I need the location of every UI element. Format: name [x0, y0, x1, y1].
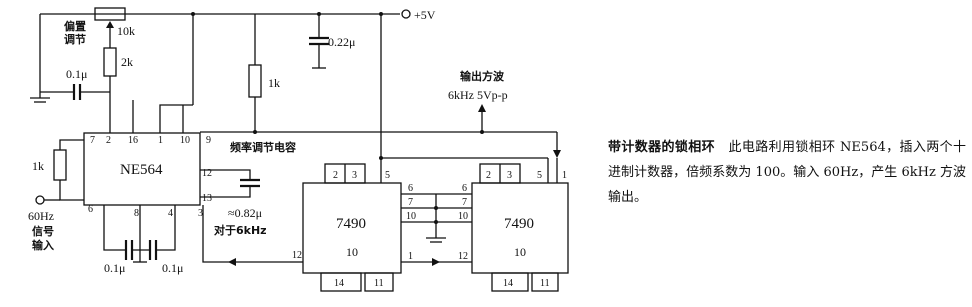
timing-cap-label: 频率调节电容 [230, 140, 296, 154]
description-body: 此电路利用锁相环 NE564，插入两个十进制计数器，倍频系数为 100。输入 6… [608, 140, 966, 205]
potentiometer-10k: 10k 偏置 调节 2k [64, 7, 135, 100]
supply-cap-value: 0.22μ [328, 35, 355, 49]
ne564-pin-4: 4 [168, 208, 173, 219]
r-2k-value: 2k [121, 55, 133, 69]
output-arrow [478, 104, 486, 112]
ne564-pin-16: 16 [128, 135, 138, 146]
r-1k-top-value: 1k [268, 76, 280, 90]
input-label-2: 输入 [32, 238, 54, 252]
circuit-description: 带计数器的锁相环 此电路利用锁相环 NE564，插入两个十进制计数器，倍频系数为… [608, 135, 966, 210]
c2-pin-14: 14 [503, 278, 513, 289]
counter1-label: 7490 [336, 216, 366, 232]
counter1-sub: 10 [346, 245, 358, 259]
output-spec: 6kHz 5Vp-p [448, 88, 508, 102]
c2-pin-5: 5 [537, 170, 542, 181]
ne564-pin-10: 10 [180, 135, 190, 146]
c2-pin-10: 10 [458, 211, 468, 222]
ne564-pin-7: 7 [90, 135, 95, 146]
bias-cap-network: 0.1μ [30, 14, 110, 103]
ne564-pin-3: 3 [198, 208, 203, 219]
ne564-pin-2: 2 [106, 135, 111, 146]
feedback-arrow [228, 258, 236, 266]
ne564-chip: NE564 7 2 16 1 10 9 12 13 6 8 4 3 [83, 132, 212, 219]
bias-adjust-label-1: 偏置 [64, 19, 86, 33]
c1-pin-11: 11 [374, 278, 384, 289]
ne564-pin-12: 12 [202, 168, 212, 179]
input-network: 1k 60Hz 信号 输入 [28, 139, 84, 252]
bias-adjust-label-2: 调节 [64, 32, 86, 46]
c2-pin-2: 2 [486, 170, 491, 181]
ne564-pin-6: 6 [88, 204, 93, 215]
c1-pin-1: 1 [408, 251, 413, 262]
input-terminal [35, 195, 45, 205]
supply-label: +5V [414, 8, 436, 22]
supply-cap: 0.22μ [309, 14, 355, 69]
counter2-sub: 10 [514, 245, 526, 259]
bias-cap-value: 0.1μ [66, 67, 87, 81]
c-in-right-value: 0.1μ [162, 261, 183, 275]
c-in-left-value: 0.1μ [104, 261, 125, 275]
ne564-pin-8: 8 [134, 208, 139, 219]
c2-pin-6: 6 [462, 183, 467, 194]
counter2-clock-arrow [553, 150, 561, 158]
c1-pin-3: 3 [352, 170, 357, 181]
pin1-wire [159, 104, 193, 133]
bottom-caps: 0.1μ 0.1μ [103, 205, 183, 275]
input-freq: 60Hz [28, 209, 54, 223]
r-1k-top: 1k [248, 14, 280, 132]
counter1-right-pins: 6 7 10 1 [401, 183, 472, 266]
ne564-pin-13: 13 [202, 193, 212, 204]
c1-pin-6: 6 [408, 183, 413, 194]
c2-pin-1: 1 [562, 170, 567, 181]
feedback-wire [202, 205, 290, 263]
ne564-label: NE564 [120, 162, 163, 178]
counter2-label: 7490 [504, 216, 534, 232]
c2-pin-7: 7 [462, 197, 467, 208]
counter2-chip: 7490 10 2 3 5 1 6 7 10 12 14 11 [381, 157, 569, 292]
pll-counter-schematic: +5V 10k 偏置 调节 2k 0.1μ 1k [28, 7, 569, 292]
description-title: 带计数器的锁相环 [608, 140, 716, 155]
c1-pin-10: 10 [406, 211, 416, 222]
c1-pin-14: 14 [334, 278, 344, 289]
timing-cap-value: ≈0.82μ [228, 206, 262, 220]
ne564-pin-9: 9 [206, 135, 211, 146]
pot-value: 10k [117, 24, 135, 38]
output-label: 输出方波 [460, 69, 505, 83]
r-1k-left-value: 1k [32, 159, 44, 173]
c1-pin-7: 7 [408, 197, 413, 208]
c2-pin-12: 12 [458, 251, 468, 262]
supply-rail: +5V [40, 8, 436, 22]
c1-pin-5: 5 [385, 170, 390, 181]
c2-pin-11: 11 [540, 278, 550, 289]
counter1-chip: 7490 10 2 3 5 12 14 11 [290, 158, 402, 292]
timing-cap-note: 对于6kHz [214, 223, 267, 237]
c1-pin-12: 12 [292, 250, 302, 261]
input-label-1: 信号 [32, 224, 54, 238]
ne564-pin-1: 1 [158, 135, 163, 146]
c2-pin-3: 3 [507, 170, 512, 181]
c1-pin-2: 2 [333, 170, 338, 181]
timing-cap: ≈0.82μ 对于6kHz [200, 169, 267, 237]
supply-terminal [401, 9, 411, 19]
